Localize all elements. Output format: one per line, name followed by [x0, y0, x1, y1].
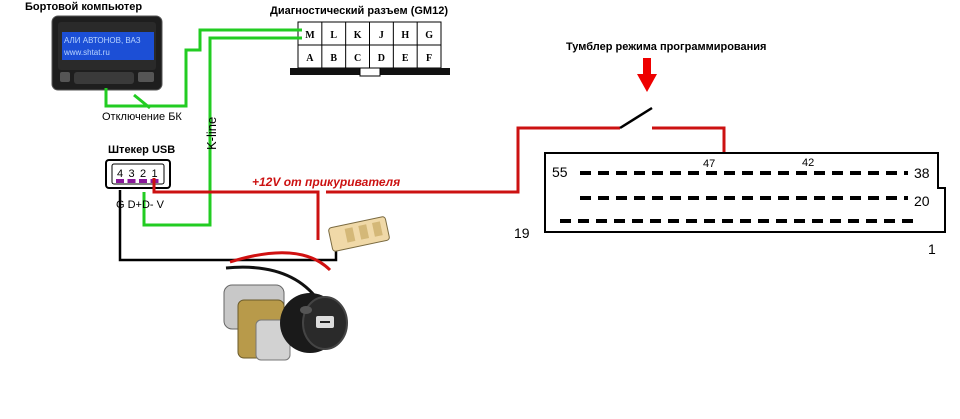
red-wire-to-switch	[326, 126, 620, 194]
toggle-switch-label: Тумблер режима программирования	[566, 41, 766, 53]
usb-plug-label: Штекер USB	[108, 144, 175, 156]
gm12-pin-D: D	[378, 53, 385, 64]
usb-pin-contact-2	[139, 179, 147, 183]
gm12-pin-J: J	[379, 30, 384, 41]
gm12-pin-A: A	[306, 53, 314, 64]
ecu-connector: 55 47 42 38 20 19 1	[514, 152, 946, 257]
green-wire-bk-to-m	[104, 28, 302, 108]
power-source-label: +12V от прикуривателя	[252, 175, 400, 189]
usb-signal-labels: G D+D- V	[116, 199, 165, 211]
cigarette-lighter	[223, 251, 348, 361]
gm12-pin-B: B	[330, 53, 337, 64]
display-line-1: АЛИ АВТОНОВ, ВАЗ	[64, 36, 141, 45]
ecu-pin-38: 38	[914, 165, 930, 181]
gm12-pin-L: L	[330, 30, 337, 41]
gm12-pin-E: E	[402, 53, 409, 64]
ecu-pin-1: 1	[928, 241, 936, 257]
gm12-pin-F: F	[426, 53, 432, 64]
red-arrow-icon	[637, 74, 657, 92]
k-line-label: K-line	[204, 117, 219, 150]
usb-pin-number-1: 1	[151, 168, 157, 180]
programming-toggle-switch: Тумблер режима программирования	[566, 41, 766, 130]
red-power-wires	[152, 126, 726, 240]
gm12-pin-K: K	[354, 30, 362, 41]
usb-pin-number-2: 2	[140, 168, 146, 180]
switch-lever	[619, 106, 653, 130]
usb-pin-number-4: 4	[117, 168, 123, 180]
ecu-pin-42: 42	[802, 157, 814, 169]
gm12-pin-M: M	[305, 30, 315, 41]
gm12-connector: Диагностический разъем (GM12) M L K J H G A B C…	[270, 5, 450, 77]
usb-pin-contact-3	[127, 179, 136, 183]
gm12-pin-H: H	[401, 30, 409, 41]
ecu-pin-47: 47	[703, 158, 715, 170]
green-wire-kline	[142, 36, 302, 227]
green-wires	[104, 28, 302, 227]
display-line-2: www.shtat.ru	[63, 48, 110, 57]
ecu-pin-55: 55	[552, 164, 568, 180]
computer-display-screen	[62, 32, 154, 60]
onboard-computer: Бортовой компьютер АЛИ АВТОНОВ, ВАЗ www.…	[25, 1, 163, 91]
ecu-pin-19: 19	[514, 225, 530, 241]
usb-pin-number-3: 3	[128, 168, 134, 180]
green-wire-disconnect-stub	[133, 93, 151, 110]
small-plug	[328, 216, 390, 252]
gm12-pin-G: G	[425, 30, 433, 41]
disconnect-bk-label: Отключение БК	[102, 111, 182, 123]
onboard-computer-label: Бортовой компьютер	[25, 1, 142, 13]
ecu-pin-20: 20	[914, 193, 930, 209]
gm12-pin-C: C	[354, 53, 361, 64]
usb-pin-contact-4	[116, 179, 124, 183]
gm12-connector-label: Диагностический разъем (GM12)	[270, 5, 448, 17]
